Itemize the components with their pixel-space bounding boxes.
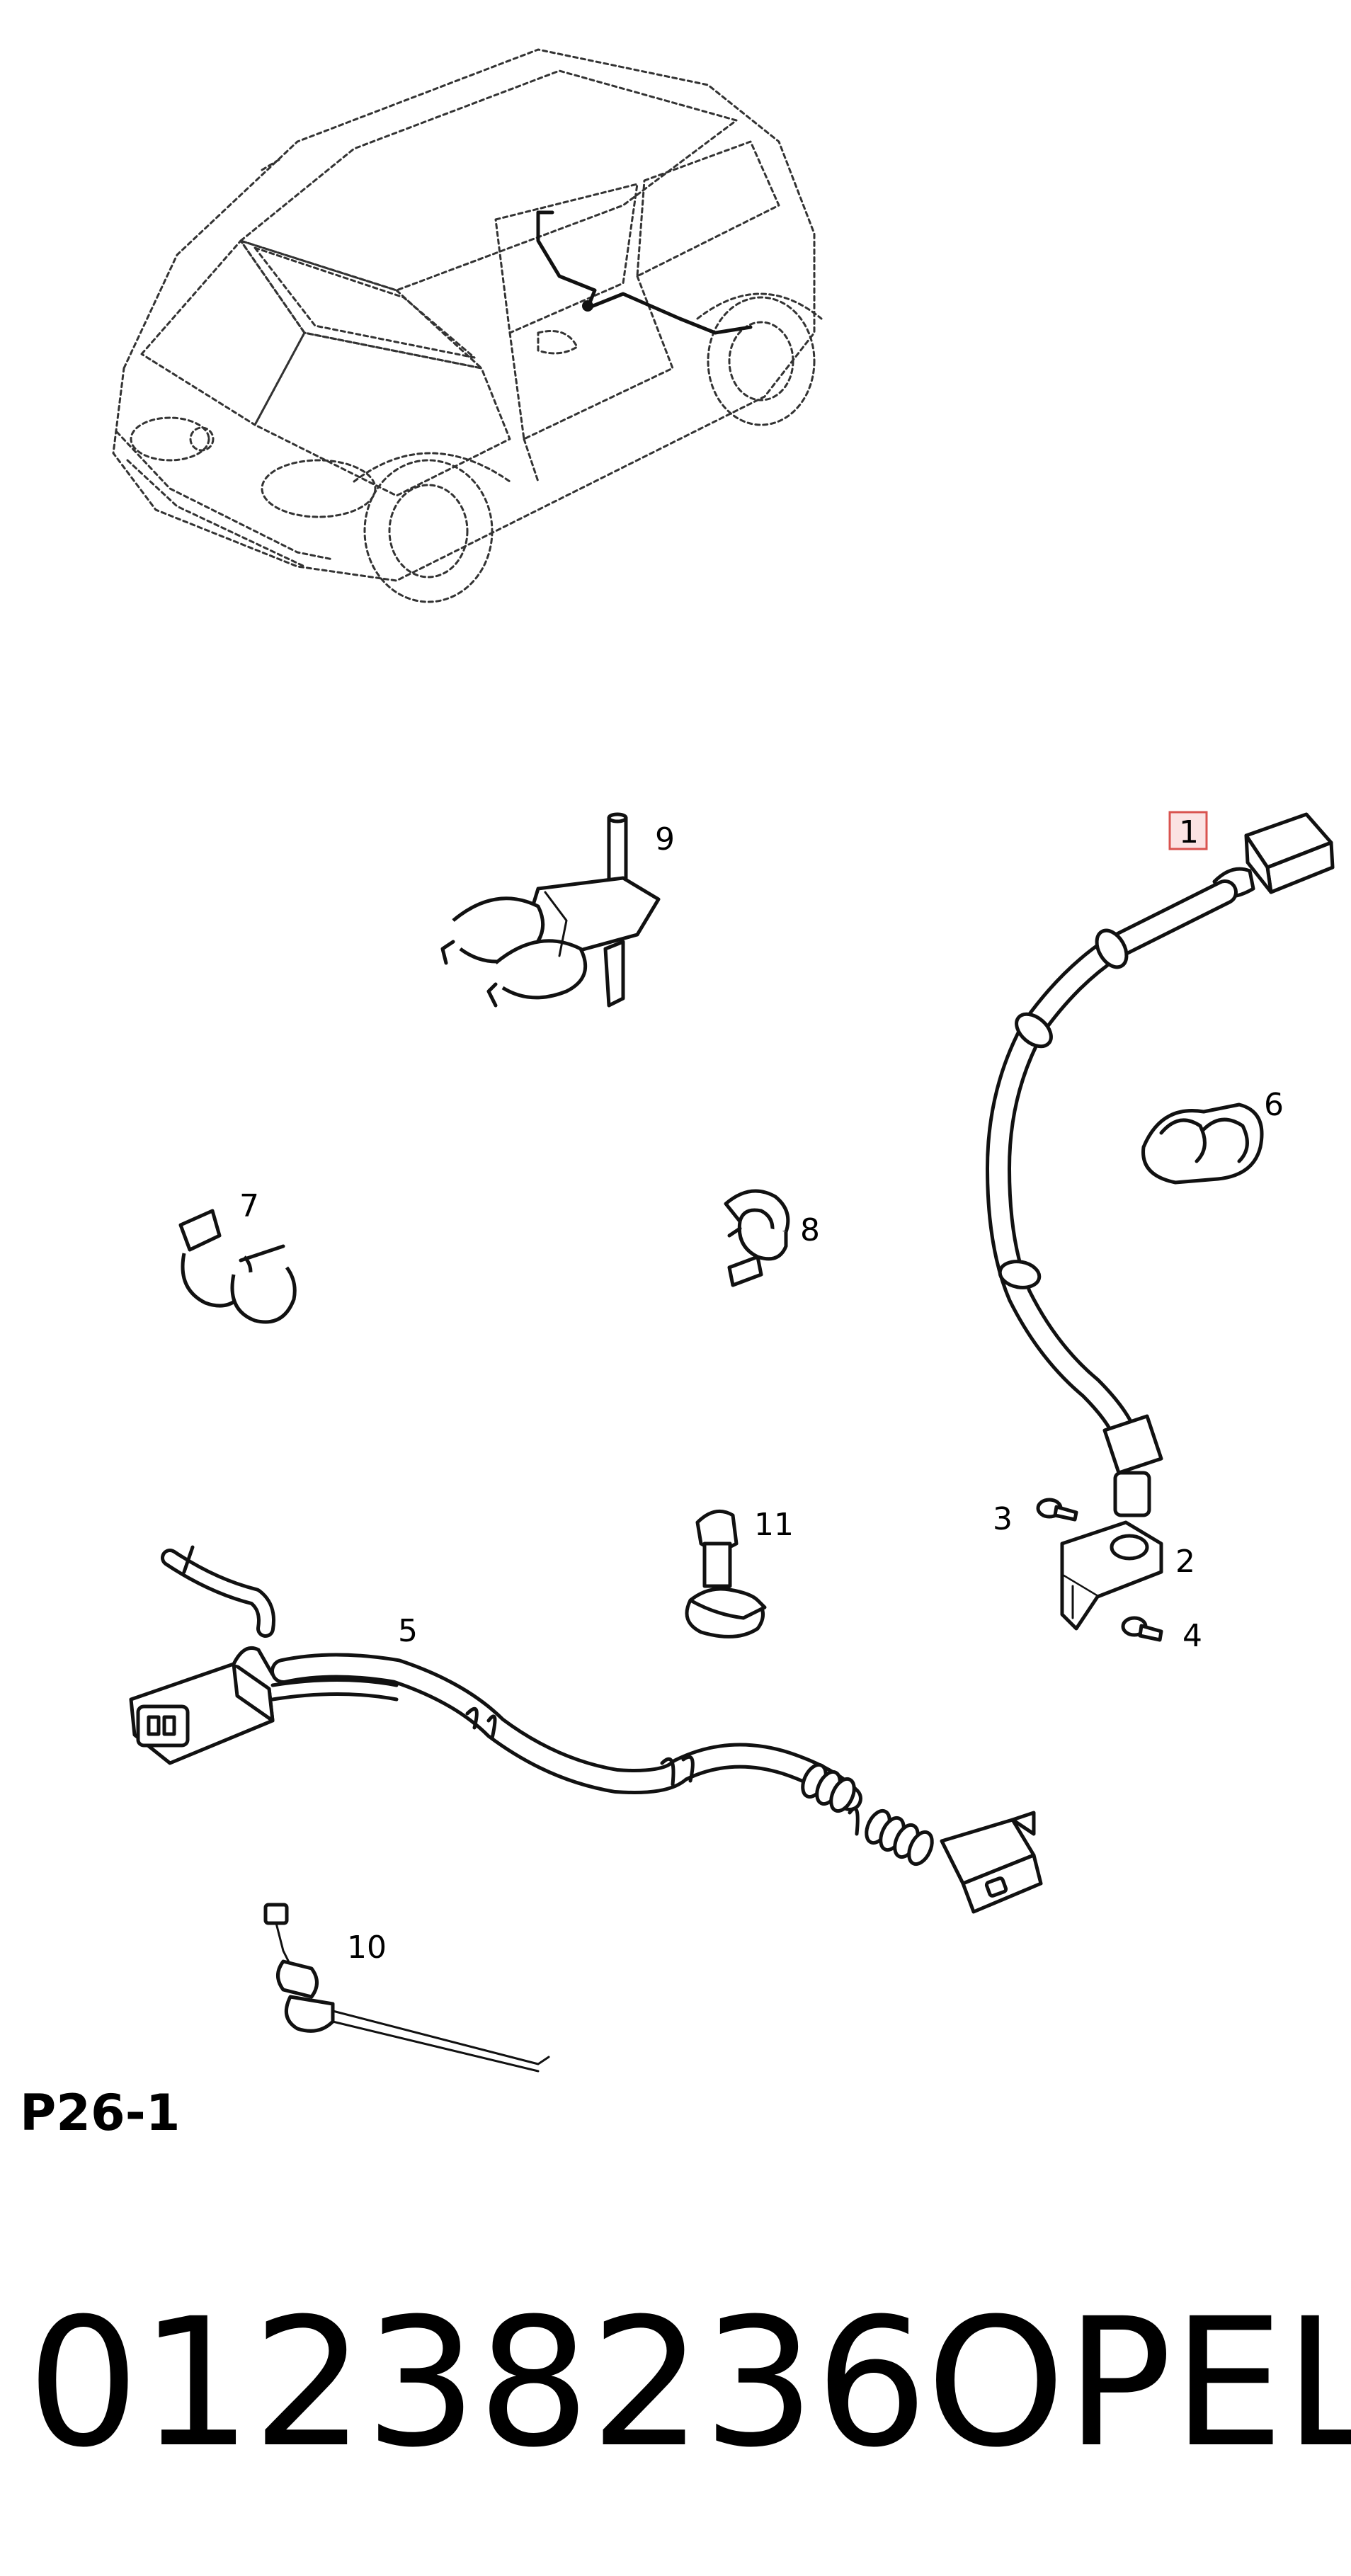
callout-4: 4 [1182, 1618, 1202, 1654]
car-illustration [112, 48, 823, 603]
callout-1-highlight [1168, 811, 1208, 850]
callout-8: 8 [800, 1212, 820, 1248]
callout-3: 3 [993, 1501, 1013, 1537]
callout-2: 2 [1175, 1544, 1195, 1580]
part-number: 01238236 [27, 2280, 928, 2486]
part-2-bracket [1060, 1520, 1163, 1631]
part-1-speed-sensor [986, 812, 1335, 1517]
callout-5: 5 [398, 1613, 418, 1649]
callout-7: 7 [239, 1188, 259, 1224]
part-7-clip [178, 1209, 297, 1324]
part-5-harness [129, 1545, 1043, 1914]
callout-6: 6 [1264, 1087, 1284, 1123]
corrugated-sleeve [801, 1762, 934, 1867]
part-10-cable-tie [263, 1903, 550, 2073]
callout-9: 9 [655, 821, 675, 857]
part-11-clip [685, 1509, 767, 1639]
brand-name: OPEL [926, 2280, 1351, 2486]
callout-1: 1 [1179, 814, 1199, 850]
callout-11: 11 [754, 1507, 794, 1543]
page-reference: P26-1 [20, 2084, 180, 2142]
part-3-screw [1036, 1498, 1078, 1522]
part-9-double-clip [440, 812, 661, 1008]
part-4-screw [1121, 1616, 1163, 1642]
part-8-clip [724, 1189, 790, 1287]
callout-10: 10 [347, 1930, 387, 1966]
part-6-clip [1141, 1102, 1264, 1185]
